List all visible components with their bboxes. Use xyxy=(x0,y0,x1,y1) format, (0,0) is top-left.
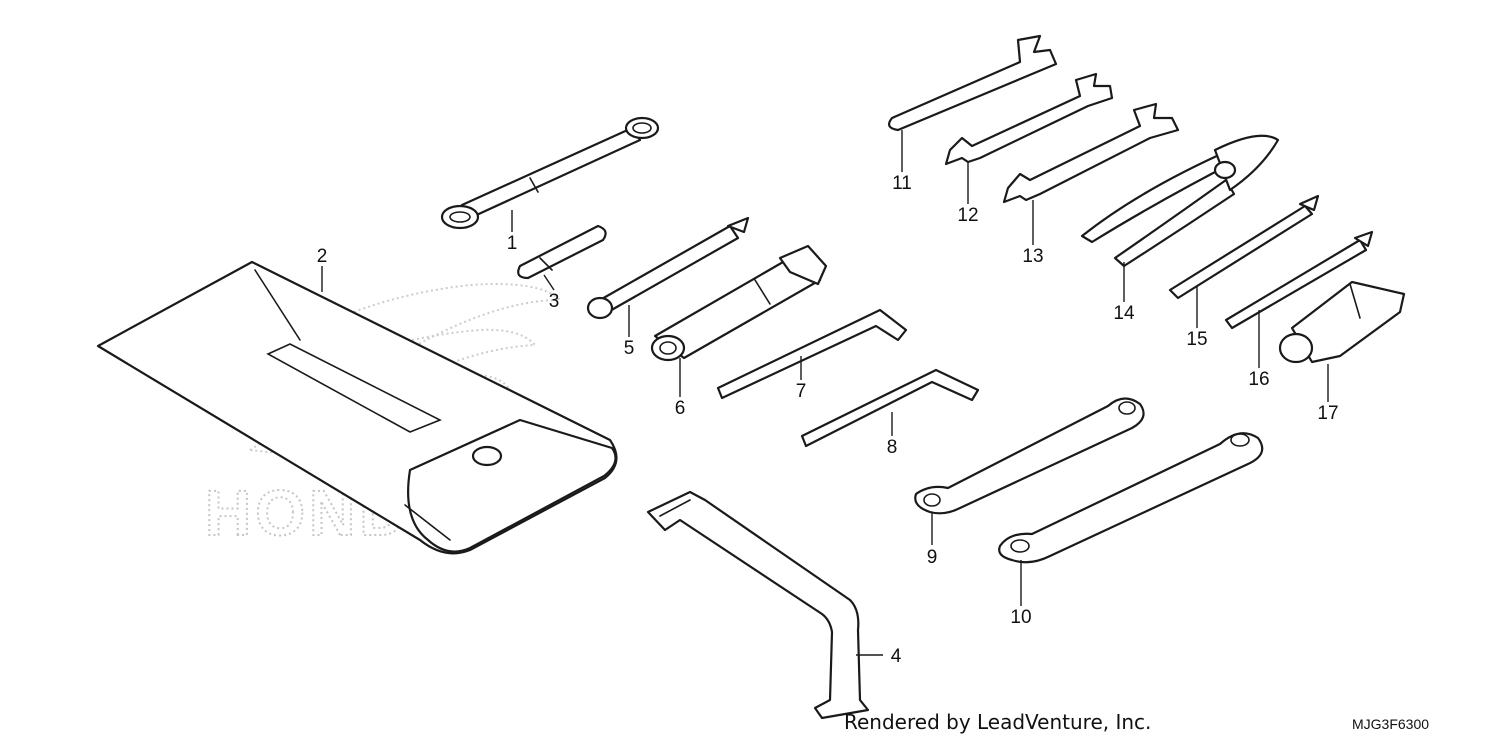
callout-9: 9 xyxy=(927,547,938,568)
callout-15: 15 xyxy=(1186,329,1207,350)
pliers-part-14 xyxy=(1080,134,1280,268)
screwdriver-bit-part-15 xyxy=(1168,194,1320,300)
callout-7: 7 xyxy=(796,381,807,402)
callout-8: 8 xyxy=(887,437,898,458)
socket-wrench-part-6 xyxy=(650,244,828,362)
screwdriver-handle-part-17 xyxy=(1278,280,1406,364)
screwdriver-bit-part-16 xyxy=(1224,230,1374,330)
box-end-wrench-part-9 xyxy=(914,397,1145,515)
screwdriver-shaft-part-5 xyxy=(586,216,750,320)
open-end-wrench-part-13 xyxy=(1002,102,1180,204)
tool-strap-part-4 xyxy=(646,490,870,720)
box-end-wrench-part-10 xyxy=(998,432,1264,564)
hex-key-part-8 xyxy=(800,368,980,448)
callout-13: 13 xyxy=(1022,246,1043,267)
callout-3: 3 xyxy=(549,291,560,312)
open-end-wrench-part-12 xyxy=(944,72,1114,166)
tool-bag-part-2 xyxy=(96,260,618,555)
hex-key-part-7 xyxy=(716,308,908,400)
callout-2: 2 xyxy=(317,246,328,267)
callout-11: 11 xyxy=(892,173,912,194)
leader-lines xyxy=(321,130,1329,656)
callout-16: 16 xyxy=(1248,369,1269,390)
callout-10: 10 xyxy=(1010,607,1031,628)
callout-5: 5 xyxy=(624,338,635,359)
diagram-code: MJG3F6300 xyxy=(1352,716,1430,732)
open-end-wrench-part-11 xyxy=(888,34,1058,132)
callout-6: 6 xyxy=(675,398,686,419)
screwdriver-bit-part-3 xyxy=(517,224,607,280)
footer-credit: Rendered by LeadVenture, Inc. xyxy=(844,710,1152,734)
box-wrench-part-1 xyxy=(440,116,660,230)
callout-4: 4 xyxy=(891,646,902,667)
callout-17: 17 xyxy=(1317,403,1338,424)
callout-14: 14 xyxy=(1113,303,1135,324)
callout-1: 1 xyxy=(507,233,518,254)
callout-12: 12 xyxy=(957,205,978,226)
callout-labels: 1 2 3 4 5 6 7 8 9 10 11 12 13 14 15 16 1… xyxy=(317,173,1339,667)
